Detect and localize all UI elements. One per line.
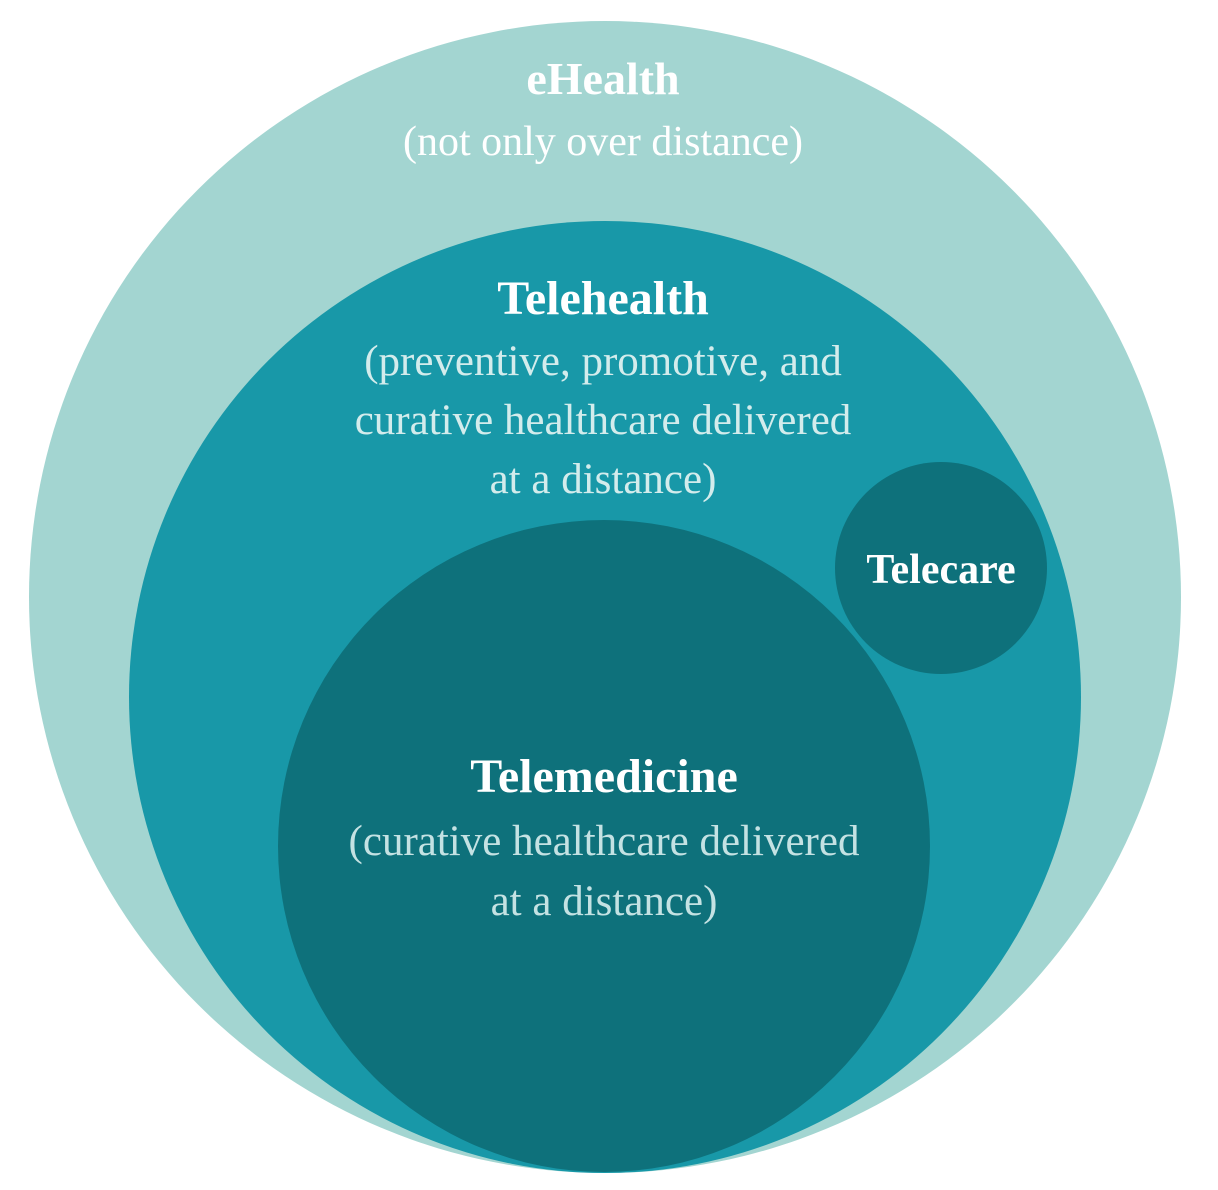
telehealth-title: Telehealth <box>497 272 709 325</box>
telehealth-description-line-2: curative healthcare delivered <box>355 397 852 444</box>
telemedicine-description-line-1: (curative healthcare delivered <box>349 818 860 865</box>
telemedicine-title: Telemedicine <box>470 750 738 803</box>
ehealth-description: (not only over distance) <box>403 119 803 165</box>
telemedicine-circle <box>278 520 930 1172</box>
ehealth-title: eHealth <box>526 53 679 104</box>
telemedicine-description-line-2: at a distance) <box>491 878 718 925</box>
telecare-circle <box>835 462 1047 674</box>
telehealth-description-line-1: (preventive, promotive, and <box>364 338 842 385</box>
telecare-title: Telecare <box>866 547 1015 593</box>
telehealth-description-line-3: at a distance) <box>490 456 717 503</box>
